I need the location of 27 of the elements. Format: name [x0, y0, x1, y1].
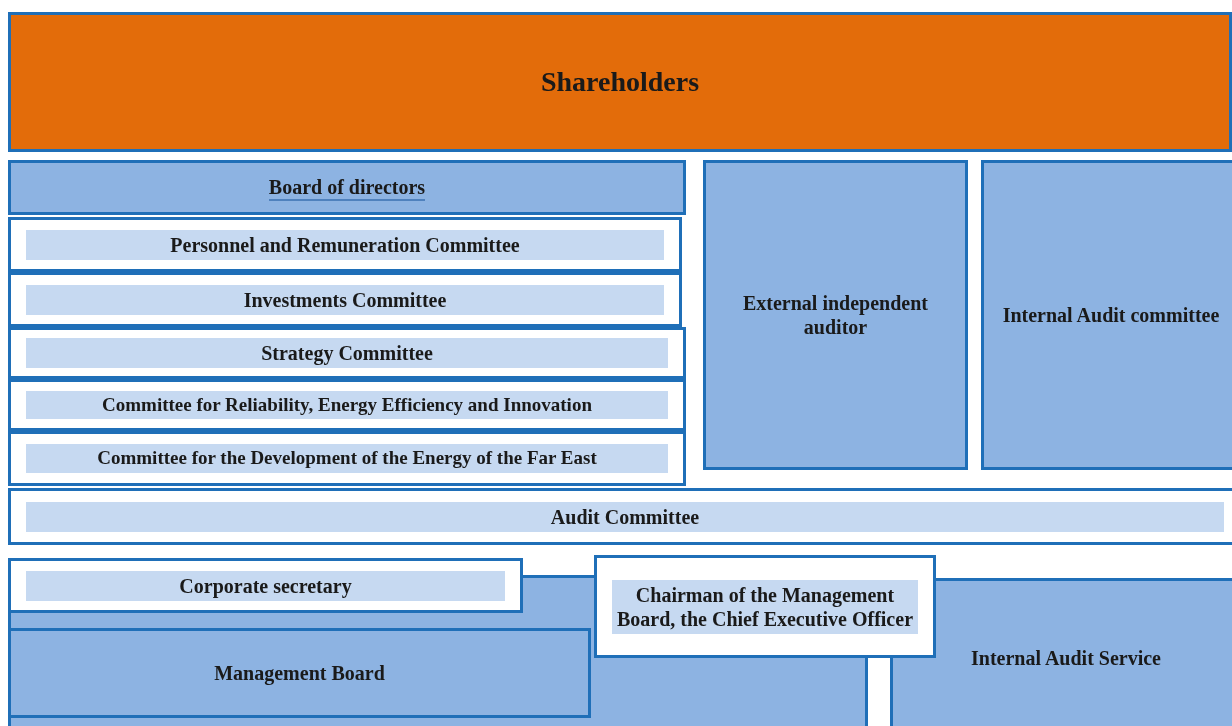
org-box	[8, 379, 686, 431]
node-label: Internal Audit committee	[1002, 303, 1220, 327]
node-label: Committee for Reliability, Energy Efficiency and Innovation	[26, 390, 668, 420]
org-box	[8, 217, 682, 272]
org-box	[8, 327, 686, 379]
org-box	[8, 160, 686, 215]
node-label: Board of directors	[268, 174, 426, 201]
node-label: Investments Committee	[26, 284, 664, 315]
org-box	[8, 272, 682, 327]
node-label: Audit Committee	[26, 501, 1224, 532]
node-label: Management Board	[214, 661, 385, 685]
org-box	[8, 558, 523, 613]
org-box	[8, 628, 591, 718]
org-box	[594, 555, 936, 658]
node-label: Chairman of the Management Board, the Chief Executive Officer	[612, 579, 918, 634]
org-box	[8, 431, 686, 486]
node-label: Strategy Committee	[26, 338, 668, 368]
node-label: Shareholders	[540, 65, 700, 99]
node-label: Personnel and Remuneration Committee	[26, 229, 664, 260]
node-label: Corporate secretary	[26, 570, 505, 601]
node-label: Internal Audit Service	[971, 646, 1161, 670]
node-label: External independent auditor	[742, 291, 929, 339]
org-box	[981, 160, 1232, 470]
org-box	[8, 488, 1232, 545]
org-box	[703, 160, 968, 470]
org-box	[8, 12, 1232, 152]
node-label: Committee for the Development of the Energy of the Far East	[26, 444, 668, 473]
